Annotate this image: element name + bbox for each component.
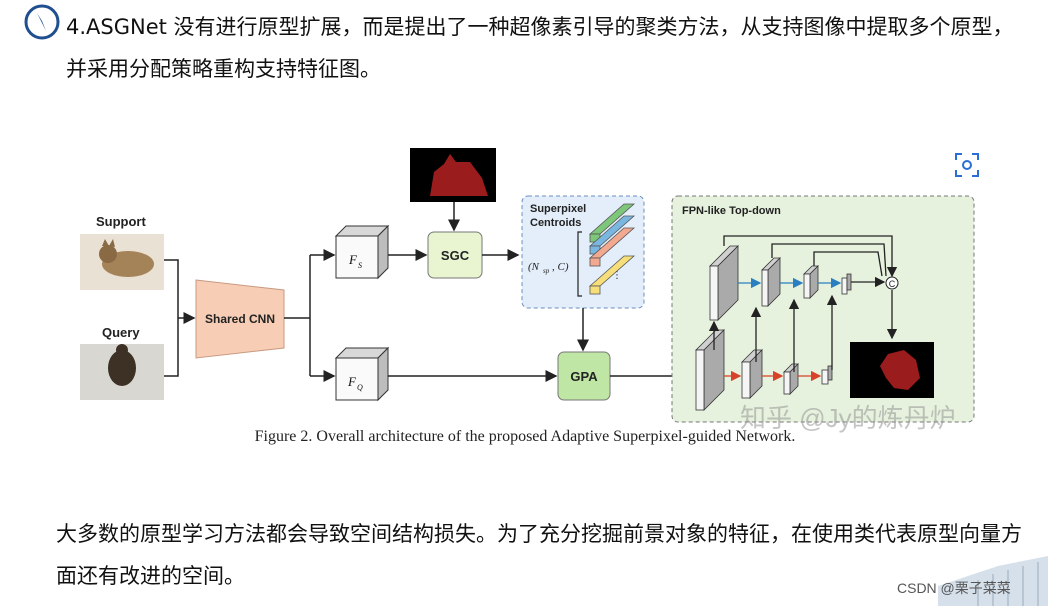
architecture-figure: Support Query Shared CNN F S F Q bbox=[80, 148, 975, 423]
fq-label: F bbox=[347, 374, 357, 389]
shared-cnn-label: Shared CNN bbox=[205, 312, 275, 326]
scan-icon[interactable] bbox=[954, 152, 980, 178]
centroid-vectors: ⋮ bbox=[588, 203, 636, 295]
support-image bbox=[80, 234, 164, 290]
centroids-formula-end: , C) bbox=[552, 261, 569, 273]
fpn-feature-maps bbox=[695, 245, 852, 411]
fs-label: F bbox=[348, 252, 358, 267]
outro-paragraph: 大多数的原型学习方法都会导致空间结构损失。为了充分挖掘前景对象的特征，在使用类代… bbox=[56, 522, 1022, 588]
figure-caption: Figure 2. Overall architecture of the pr… bbox=[254, 428, 796, 445]
support-mask-image bbox=[410, 148, 496, 202]
building-decoration bbox=[938, 556, 1048, 606]
gpa-label: GPA bbox=[570, 369, 598, 384]
fs-feature-cube bbox=[334, 224, 390, 280]
fs-subscript: S bbox=[358, 261, 362, 270]
support-label: Support bbox=[96, 214, 146, 229]
compass-logo-icon bbox=[24, 4, 60, 40]
centroids-formula: (N bbox=[528, 261, 540, 273]
centroids-title-line2: Centroids bbox=[530, 217, 581, 229]
csdn-watermark: CSDN @栗子菜菜 bbox=[897, 580, 1011, 596]
zhihu-watermark: 知乎 @Jy的炼丹炉 bbox=[740, 403, 956, 433]
centroids-formula-sub: sp bbox=[543, 267, 550, 275]
centroids-title-line1: Superpixel bbox=[530, 203, 586, 215]
prediction-mask-image bbox=[850, 342, 934, 398]
query-image bbox=[80, 344, 164, 400]
concat-symbol: C bbox=[889, 279, 896, 289]
fq-subscript: Q bbox=[357, 383, 363, 392]
query-label: Query bbox=[102, 325, 140, 340]
sgc-label: SGC bbox=[441, 248, 470, 263]
fpn-title: FPN-like Top-down bbox=[682, 205, 781, 217]
svg-text:⋮: ⋮ bbox=[612, 270, 622, 281]
intro-paragraph: 4.ASGNet 没有进行原型扩展，而是提出了一种超像素引导的聚类方法，从支持图… bbox=[66, 15, 1014, 81]
fq-feature-cube bbox=[334, 346, 390, 402]
